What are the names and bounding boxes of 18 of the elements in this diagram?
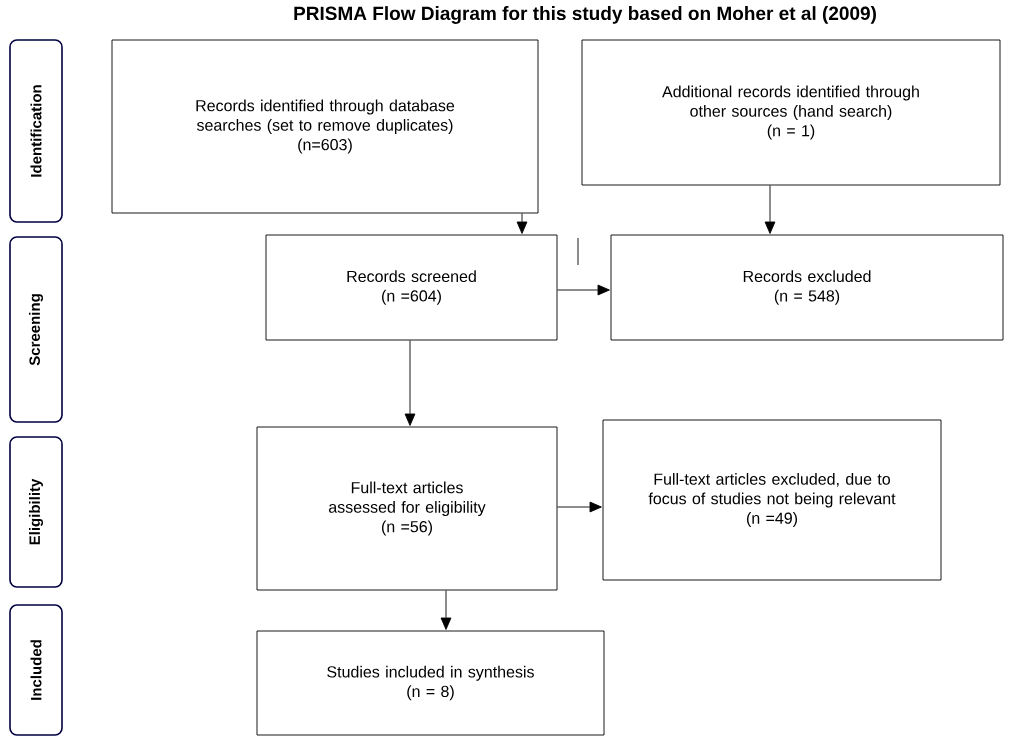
stage-band: Eligibility — [9, 436, 63, 588]
process-box: Studies included in synthesis (n = 8) — [256, 630, 605, 736]
arrow — [516, 213, 528, 234]
arrow — [404, 340, 416, 426]
process-box: Full-text articles excluded, due to focus of studies not being relevant (n =49) — [602, 419, 942, 581]
process-box: Records excluded (n = 548) — [610, 234, 1004, 341]
process-box: Records identified through database searches (set to remove duplicates) (n=603) — [111, 39, 539, 214]
stage-band: Identification — [9, 39, 63, 223]
process-box: Additional records identified through other sources (hand search) (n = 1) — [581, 39, 1001, 186]
stage-band: Included — [9, 604, 63, 736]
arrow — [557, 501, 602, 513]
arrow — [557, 284, 610, 296]
stage-band: Screening — [9, 236, 63, 423]
arrow — [440, 590, 452, 630]
process-box: Records screened (n =604) — [265, 234, 558, 341]
title: PRISMA Flow Diagram for this study based on Moher et al (2009) — [294, 6, 876, 24]
process-box: Full-text articles assessed for eligibility (n =56) — [256, 426, 558, 591]
arrow — [764, 185, 776, 234]
